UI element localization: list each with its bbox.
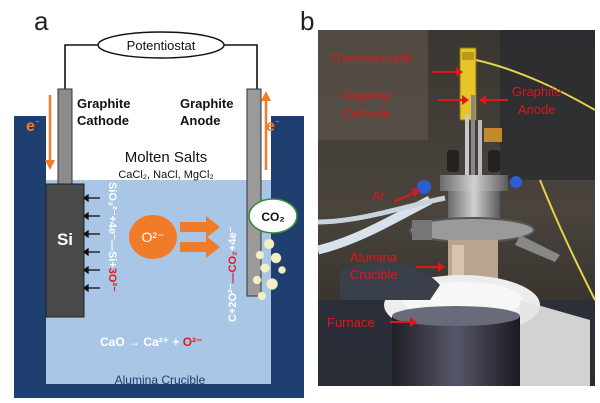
electrode-rods [465, 115, 469, 225]
oxide-arrow-upper [180, 216, 220, 238]
cao-reaction: CaO → Ca²⁺ + O²⁻ [100, 335, 202, 349]
cathode-reaction: SiO₃²⁻+4e⁻—Si+3O²⁻ [106, 182, 118, 292]
electron-sup-right: - [276, 116, 279, 126]
si-block [45, 183, 85, 318]
ar-label: Ar [372, 188, 386, 203]
oxide-ion-ellipse [129, 215, 177, 259]
graphite-anode-label-line2: Anode [518, 102, 556, 117]
oxide-ion-label: O²⁻ [142, 229, 165, 245]
cathode-label-line2: Cathode [77, 113, 129, 128]
outer-crucible [14, 116, 304, 398]
molten-salts-title: Molten Salts [125, 149, 208, 166]
graphite-anode-rod [246, 88, 262, 297]
panel-b-letter: b [300, 6, 315, 36]
potentiostat-label: Potentiostat [127, 38, 196, 53]
si-deposition-arrows [82, 193, 100, 293]
si-label: Si [57, 230, 73, 249]
co2-bubble-label-ellipse [248, 198, 298, 234]
anode-reaction: C+2O²⁻—CO₂+4e⁻ [227, 226, 239, 322]
electron-label-left: e [26, 118, 35, 135]
cathode-wire [64, 44, 98, 89]
electron-sup-left: - [36, 116, 39, 126]
oxide-arrow-lower [180, 236, 220, 258]
alumina-crucible-photo-label-line1: Alumina [350, 250, 398, 265]
furnace-body [392, 316, 520, 386]
salts-composition: CaCl₂, NaCl, MgCl₂ [118, 169, 213, 181]
cathode-label-line1: Graphite [77, 96, 130, 111]
co2-bubble-label: CO₂ [261, 210, 284, 224]
ar-arrow [393, 192, 415, 203]
graphite-cathode-label-line1: Graphite [341, 88, 391, 103]
graphite-cathode-label-line2: Cathode [342, 106, 391, 121]
cell-headspace [46, 116, 271, 180]
anode-wire [224, 44, 258, 89]
furnace-label: Furnace [327, 315, 375, 330]
panel-a-letter: a [34, 6, 49, 36]
potentiostat-box [97, 31, 225, 59]
thermocouple-label: Thermocouple [330, 50, 413, 65]
anode-label-line2: Anode [180, 113, 220, 128]
anode-label-line1: Graphite [180, 96, 233, 111]
alumina-crucible-label: Alumina Crucible [115, 373, 206, 387]
electron-label-right: e [266, 118, 275, 135]
top-flange [440, 175, 508, 191]
ar-inlet-fitting [417, 180, 431, 194]
alumina-crucible-photo-label-line2: Crucible [350, 267, 398, 282]
graphite-anode-label-line1: Graphite [512, 84, 562, 99]
co2-bubbles [252, 238, 286, 301]
